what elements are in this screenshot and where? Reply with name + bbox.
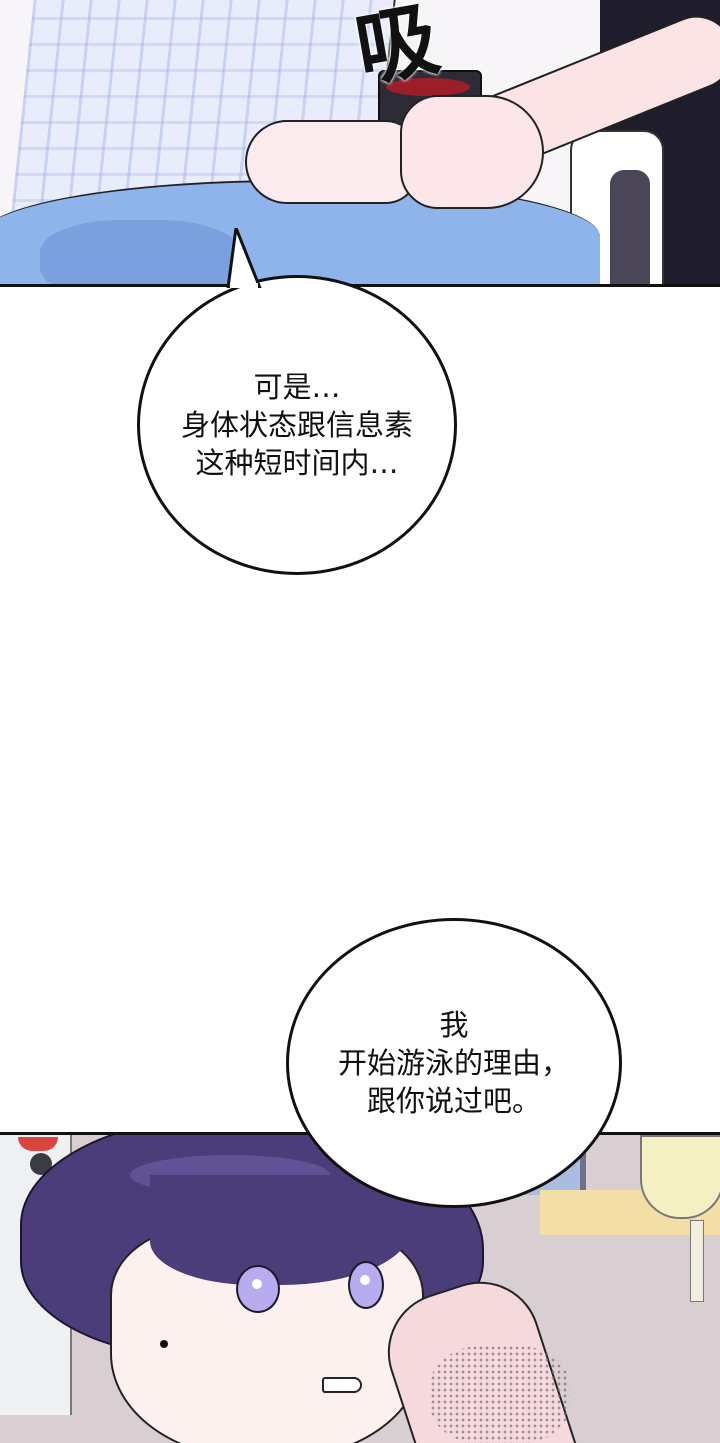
bubble-line: 这种短时间内… <box>195 446 399 480</box>
eye-highlight <box>252 1279 262 1289</box>
bubble-line: 我 <box>439 1008 469 1042</box>
bubble-line: 可是… <box>253 370 341 404</box>
right-eye <box>348 1261 384 1309</box>
lamp-stem <box>690 1220 704 1302</box>
bubble-line: 跟你说过吧。 <box>366 1084 541 1118</box>
ceiling-lamp <box>640 1135 720 1219</box>
hand-tattoo <box>430 1345 570 1443</box>
left-eye <box>236 1265 280 1313</box>
speech-bubble-1-text: 可是… 身体状态跟信息素 这种短时间内… <box>181 368 413 482</box>
panel-top: 吸 <box>0 0 720 287</box>
blanket-shade <box>40 220 240 284</box>
speech-bubble-1: 可是… 身体状态跟信息素 这种短时间内… <box>137 275 457 575</box>
machine-red-light <box>18 1137 58 1151</box>
speech-bubble-2-text: 我 开始游泳的理由， 跟你说过吧。 <box>338 1006 570 1120</box>
patient-hand <box>245 120 419 204</box>
bubble-1-tail <box>226 228 262 288</box>
speech-bubble-2: 我 开始游泳的理由， 跟你说过吧。 <box>286 918 622 1208</box>
bubble-line: 开始游泳的理由， <box>337 1046 570 1080</box>
giver-hand <box>400 95 544 209</box>
tea-surface <box>386 78 470 96</box>
eye-highlight <box>360 1275 370 1285</box>
mouth <box>322 1377 362 1393</box>
panel-bottom <box>0 1132 720 1443</box>
earring <box>160 1340 168 1348</box>
bubble-line: 身体状态跟信息素 <box>180 408 413 442</box>
bed-rail-inner <box>610 170 650 284</box>
